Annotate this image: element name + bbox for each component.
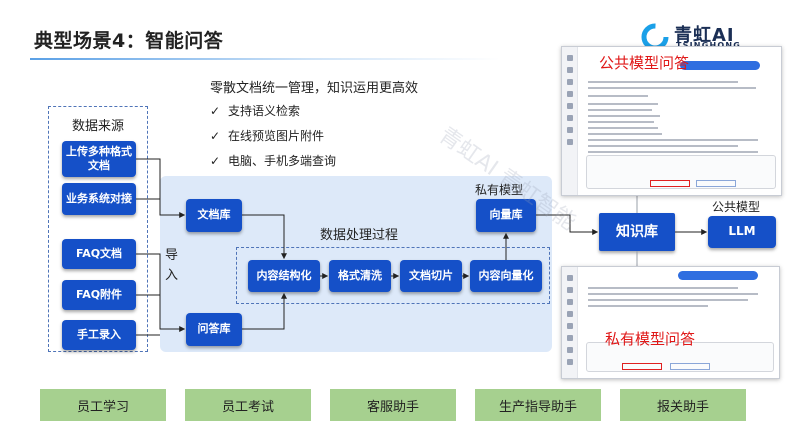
feature-item: ✓ 支持语义检索 bbox=[210, 102, 300, 119]
feature-item: ✓ 电脑、手机多端查询 bbox=[210, 152, 336, 169]
step-slicing: 文档切片 bbox=[400, 260, 462, 292]
knowledge-base-node: 知识库 bbox=[599, 213, 675, 251]
public-model-screenshot bbox=[561, 46, 782, 196]
private-qa-label: 私有模型问答 bbox=[605, 330, 696, 348]
step-vectorization: 内容向量化 bbox=[470, 260, 542, 292]
usecase-employee-exam: 员工考试 bbox=[185, 389, 311, 421]
feature-label: 在线预览图片附件 bbox=[228, 129, 325, 143]
check-icon: ✓ bbox=[210, 154, 221, 168]
document-store-node: 文档库 bbox=[186, 199, 242, 232]
source-manual-entry: 手工录入 bbox=[62, 320, 136, 350]
title-underline bbox=[30, 58, 500, 60]
private-model-screenshot bbox=[561, 266, 780, 379]
feature-label: 支持语义检索 bbox=[228, 104, 301, 118]
public-qa-label: 公共模型问答 bbox=[599, 54, 690, 72]
data-source-title: 数据来源 bbox=[71, 119, 124, 134]
step-structuring: 内容结构化 bbox=[248, 260, 320, 292]
logo-subtext: TSINGHONG bbox=[676, 41, 741, 50]
qa-store-node: 问答库 bbox=[186, 313, 242, 346]
page-title: 典型场景4：智能问答 bbox=[34, 30, 224, 52]
source-faq-attachments: FAQ附件 bbox=[62, 280, 136, 310]
check-icon: ✓ bbox=[210, 104, 221, 118]
logo-text: 青虹AI bbox=[674, 25, 735, 46]
vector-store-node: 向量库 bbox=[476, 199, 536, 232]
source-business-system: 业务系统对接 bbox=[62, 183, 136, 215]
processing-steps-frame bbox=[236, 247, 550, 304]
usecase-customer-service: 客服助手 bbox=[330, 389, 456, 421]
usecase-production-guide: 生产指导助手 bbox=[475, 389, 601, 421]
data-source-group: 数据来源 bbox=[48, 106, 148, 352]
private-model-label: 私有模型 bbox=[475, 183, 524, 197]
usecase-employee-learning: 员工学习 bbox=[40, 389, 166, 421]
feature-item: ✓ 在线预览图片附件 bbox=[210, 127, 324, 144]
import-label: 导入 bbox=[165, 248, 179, 283]
public-model-label: 公共模型 bbox=[712, 200, 761, 214]
source-faq-documents: FAQ文档 bbox=[62, 239, 136, 269]
llm-node: LLM bbox=[708, 216, 776, 248]
usecase-customs-assistant: 报关助手 bbox=[620, 389, 746, 421]
step-cleaning: 格式清洗 bbox=[329, 260, 391, 292]
feature-label: 电脑、手机多端查询 bbox=[228, 154, 337, 168]
slogan: 零散文档统一管理，知识运用更高效 bbox=[210, 81, 419, 96]
processing-title: 数据处理过程 bbox=[320, 228, 399, 243]
check-icon: ✓ bbox=[210, 129, 221, 143]
source-upload-documents: 上传多种格式文档 bbox=[62, 141, 136, 177]
